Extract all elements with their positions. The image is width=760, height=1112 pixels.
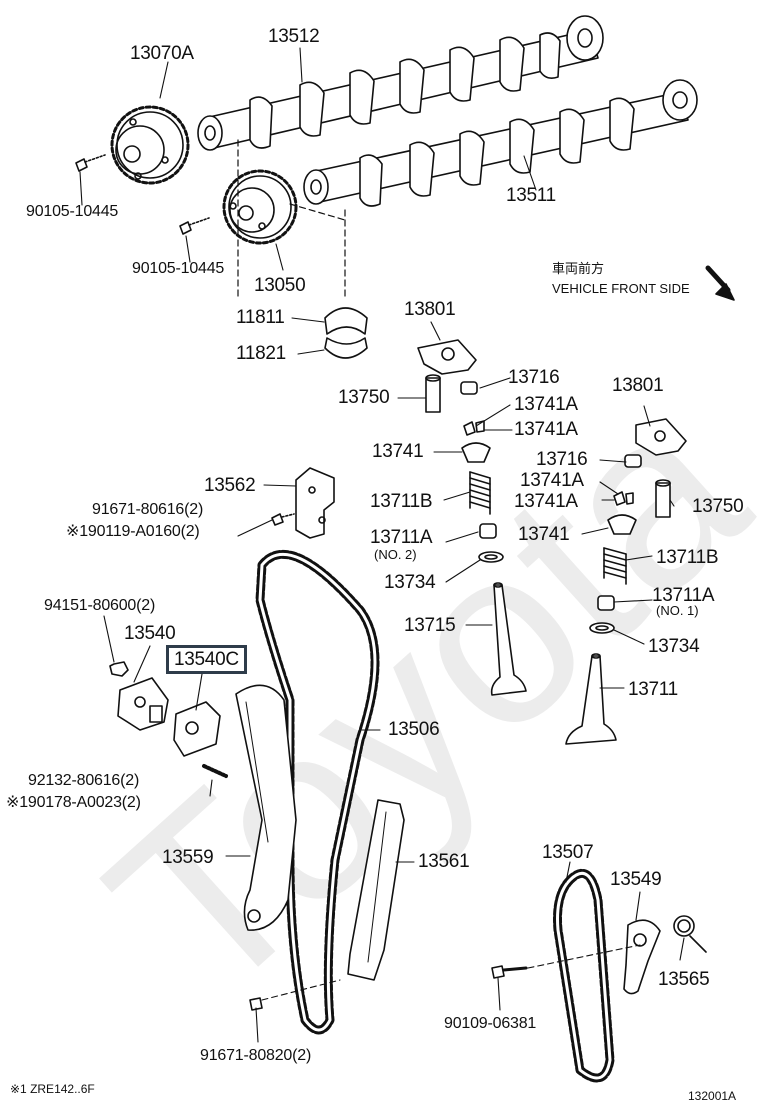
label-13562[interactable]: 13562: [204, 475, 256, 496]
bolt-90105-b: [179, 217, 210, 235]
shim-13716-b: [624, 454, 642, 468]
balance-chain-13507: [553, 868, 615, 1083]
nut-94151: [109, 661, 129, 677]
spring-13565: [673, 915, 707, 953]
vehicle-front-jp: 車両前方: [552, 261, 605, 276]
label-13549[interactable]: 13549: [610, 869, 662, 890]
label-13741A-b[interactable]: 13741A: [514, 419, 578, 440]
label-90105-10445-b[interactable]: 90105-10445: [132, 260, 225, 277]
label-91671-80820[interactable]: 91671-80820(2): [200, 1047, 312, 1064]
label-91671-80616[interactable]: 91671-80616(2): [92, 501, 204, 518]
label-13711A-b[interactable]: 13711A: [652, 585, 715, 606]
label-13741-a[interactable]: 13741: [372, 441, 424, 462]
label-13540[interactable]: 13540: [124, 623, 176, 644]
label-90178-A0023[interactable]: ※190178-A0023(2): [6, 795, 141, 811]
chain-damper-13561: [347, 799, 405, 981]
label-90119-A0160[interactable]: ※190119-A0160(2): [66, 524, 200, 540]
label-13540C-highlighted[interactable]: 13540C: [166, 645, 247, 674]
spring-13711B-b: [603, 547, 627, 585]
alt-part-number: 90178-A0023(2): [27, 794, 141, 811]
cam-timing-gear-13050: [222, 169, 298, 245]
seal-13711A-a: [479, 523, 497, 539]
label-13711B-b[interactable]: 13711B: [656, 547, 719, 568]
label-13512[interactable]: 13512: [268, 26, 320, 47]
valve-13711: [565, 653, 617, 745]
label-13716-b[interactable]: 13716: [536, 449, 588, 470]
label-13741A-c[interactable]: 13741A: [520, 470, 584, 491]
label-13750-b[interactable]: 13750: [692, 496, 744, 517]
bolt-90105-a: [75, 154, 106, 172]
label-13507[interactable]: 13507: [542, 842, 594, 863]
label-13734-a[interactable]: 13734: [384, 572, 436, 593]
camshaft-13511: [303, 79, 698, 207]
bolt-90109: [491, 944, 641, 979]
keepers-13741A-a: [463, 420, 485, 436]
label-13716-a[interactable]: 13716: [508, 367, 560, 388]
alt-mark: ※1: [6, 794, 28, 811]
figure-id: 132001A: [688, 1089, 737, 1103]
rocker-arm-13801-a: [417, 339, 477, 375]
label-90109-06381[interactable]: 90109-06381: [444, 1015, 537, 1032]
label-13711A-a-note: (NO. 2): [374, 547, 417, 562]
label-13711[interactable]: 13711: [628, 679, 678, 700]
camshaft-13512: [197, 15, 604, 151]
seal-13711A-b: [597, 595, 615, 611]
label-13711A-b-note: (NO. 1): [656, 603, 699, 618]
label-13741A-d[interactable]: 13741A: [514, 491, 578, 512]
seat-13734-b: [589, 622, 615, 634]
bearing-11821: [324, 337, 368, 359]
label-11811[interactable]: 11811: [236, 307, 285, 328]
adjuster-13750-a: [425, 374, 441, 413]
vehicle-front-arrow-icon: [705, 265, 735, 301]
bolt-91671-80616: [271, 513, 295, 526]
shim-13716-a: [460, 381, 478, 395]
label-13561[interactable]: 13561: [418, 851, 470, 872]
label-13750-a[interactable]: 13750: [338, 387, 390, 408]
seat-13734-a: [478, 551, 504, 563]
label-13741A-a[interactable]: 13741A: [514, 394, 578, 415]
chain-guide-13562: [295, 467, 335, 539]
valve-13715: [490, 582, 527, 696]
label-13070A[interactable]: 13070A: [130, 43, 194, 64]
timing-chain-13506: [255, 549, 380, 1035]
label-94151-80600[interactable]: 94151-80600(2): [44, 597, 156, 614]
label-13559[interactable]: 13559: [162, 847, 214, 868]
label-13741-b[interactable]: 13741: [518, 524, 570, 545]
retainer-13741-b: [607, 514, 637, 535]
label-13801-a[interactable]: 13801: [404, 299, 456, 320]
label-13711B-a[interactable]: 13711B: [370, 491, 433, 512]
spring-13711B-a: [469, 471, 491, 515]
retainer-13741-a: [461, 442, 491, 463]
cam-timing-gear-13070A: [110, 105, 190, 185]
bearing-11811: [324, 307, 368, 335]
footnote: ※1 ZRE142..6F: [10, 1082, 95, 1096]
label-13801-b[interactable]: 13801: [612, 375, 664, 396]
bolt-91671-80820: [249, 979, 341, 1011]
label-92132-80616[interactable]: 92132-80616(2): [28, 772, 140, 789]
label-13506[interactable]: 13506: [388, 719, 440, 740]
gasket-13540C: [173, 701, 221, 757]
label-13734-b[interactable]: 13734: [648, 636, 700, 657]
chain-tensioner-13540: [117, 677, 169, 731]
vehicle-front-en: VEHICLE FRONT SIDE: [552, 281, 690, 296]
label-90105-10445-a[interactable]: 90105-10445: [26, 203, 119, 220]
label-13715[interactable]: 13715: [404, 615, 456, 636]
adjuster-13750-b: [655, 479, 671, 518]
label-13511[interactable]: 13511: [506, 185, 556, 206]
stud-92132: [202, 764, 228, 778]
label-13711A-a[interactable]: 13711A: [370, 527, 433, 548]
alt-mark: ※1: [66, 523, 88, 540]
keepers-13741A-b: [613, 491, 634, 506]
chain-slipper-13559: [235, 684, 297, 931]
alt-part-number: 90119-A0160(2): [87, 523, 200, 540]
label-13565[interactable]: 13565: [658, 969, 710, 990]
tensioner-arm-13549: [623, 919, 661, 995]
label-11821[interactable]: 11821: [236, 343, 286, 364]
rocker-arm-13801-b: [635, 418, 687, 456]
label-13050[interactable]: 13050: [254, 275, 306, 296]
